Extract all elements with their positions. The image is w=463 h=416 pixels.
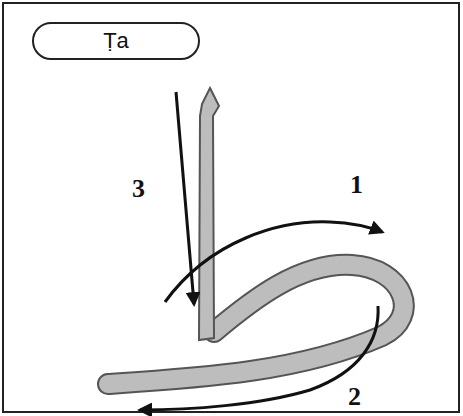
callout-number: 2 (348, 384, 361, 410)
callout-number: 1 (350, 172, 363, 198)
callout-number: 3 (132, 176, 145, 202)
stroke-arrow (165, 222, 382, 302)
stroke-arrow (140, 306, 378, 410)
letter-name: Ṭa (103, 28, 129, 54)
title-pill: Ṭa (32, 22, 200, 60)
frame (3, 3, 459, 412)
stroke-arrow (176, 92, 194, 304)
arabic-letter-ta (108, 88, 404, 384)
